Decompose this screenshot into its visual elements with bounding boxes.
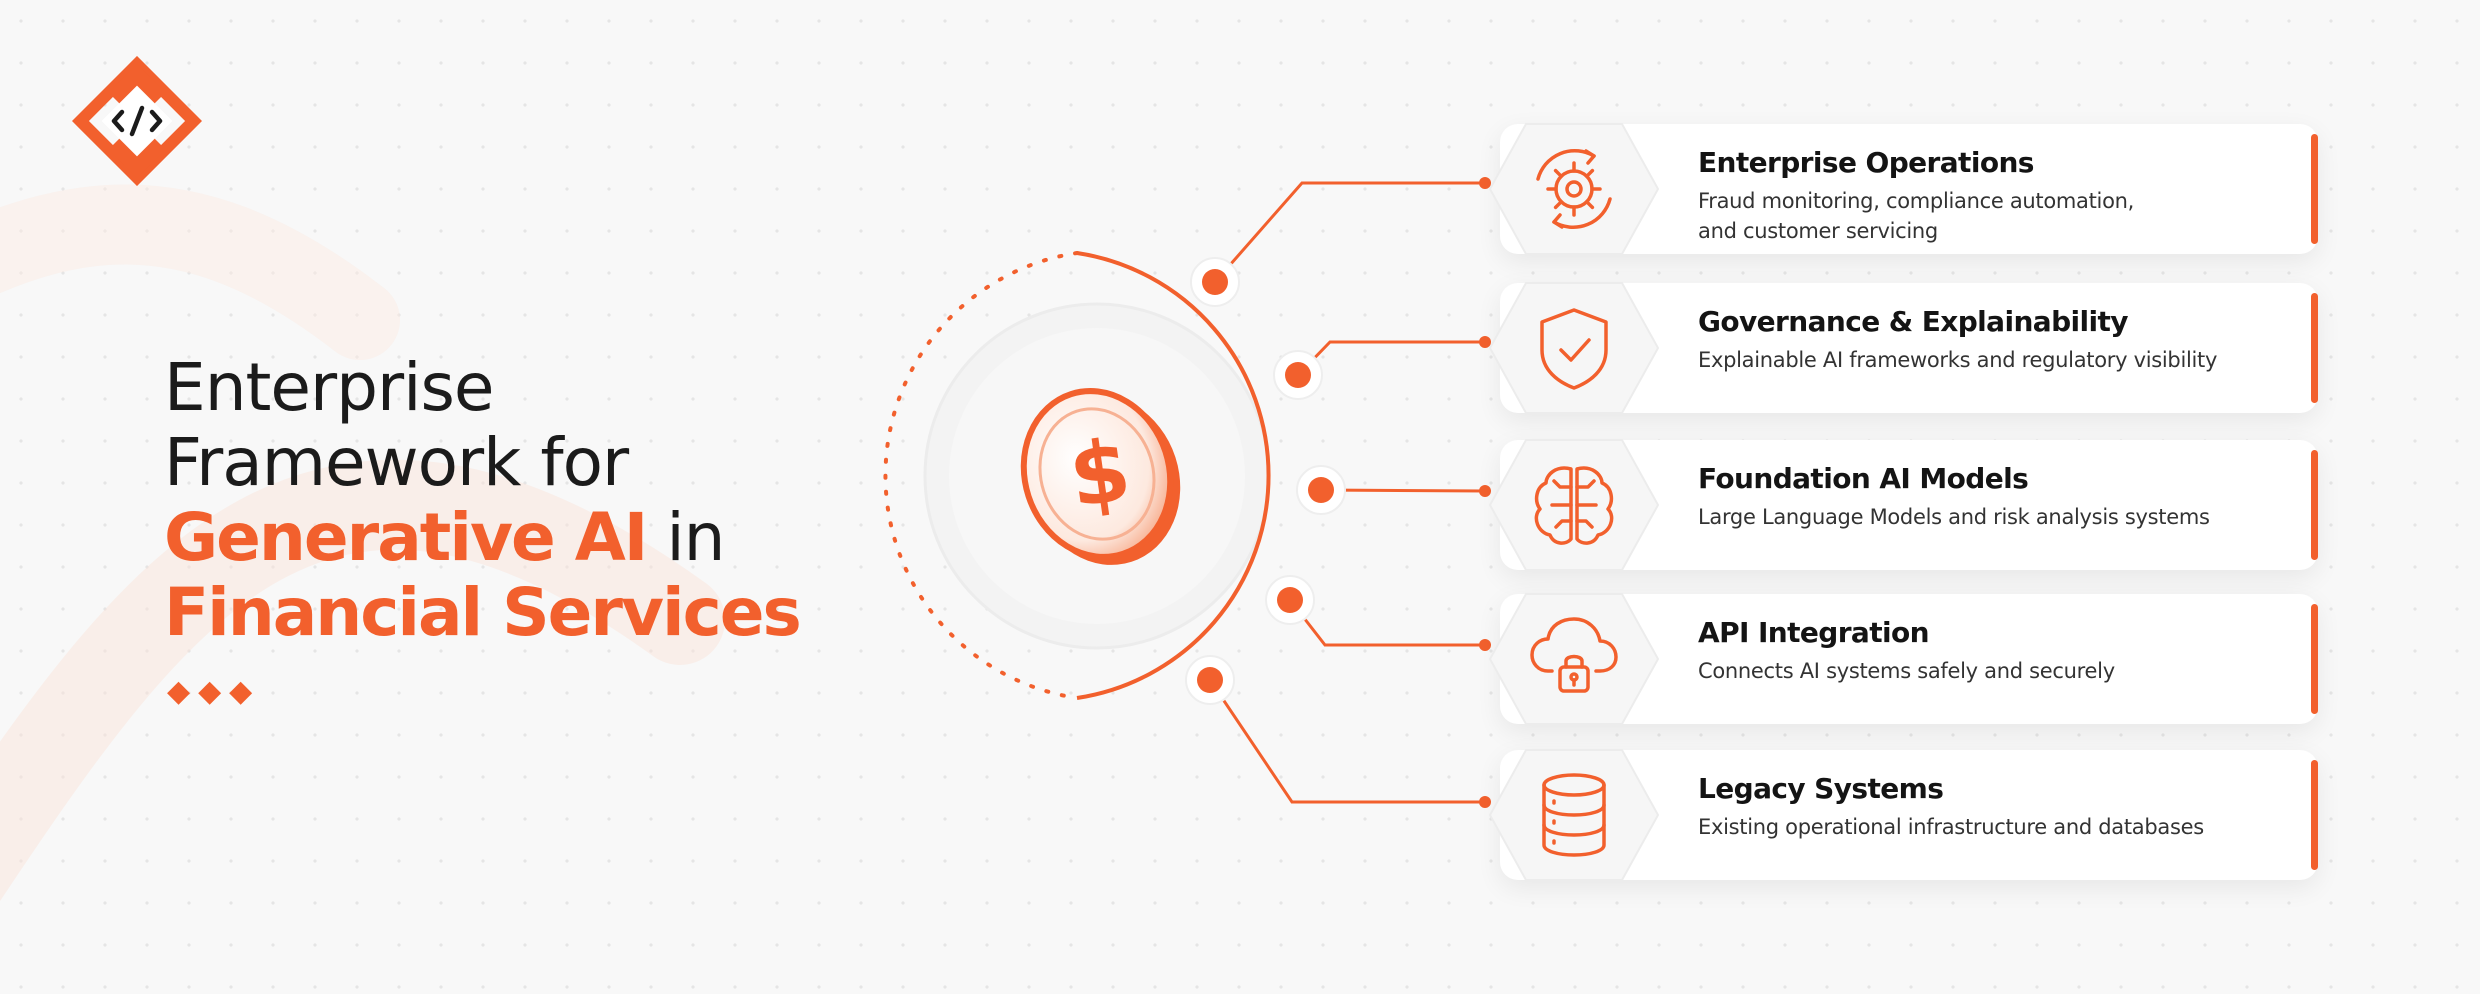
- database-icon: [1486, 746, 1662, 884]
- card-description: Explainable AI frameworks and regulatory…: [1698, 348, 2218, 372]
- connector-2: [1296, 340, 1485, 377]
- card-accent-bar: [2311, 450, 2318, 560]
- arc-node-2: [1273, 350, 1323, 400]
- headline-accent-financial-services: Financial Services: [164, 574, 802, 651]
- card-api-integration: API Integration Connects AI systems safe…: [1488, 593, 2318, 725]
- card-accent-bar: [2311, 760, 2318, 870]
- card-governance-explainability: Governance & Explainability Explainable …: [1488, 282, 2318, 414]
- card-accent-bar: [2311, 604, 2318, 714]
- card-description: Fraud monitoring, compliance automation,…: [1698, 189, 2135, 243]
- card-accent-bar: [2311, 293, 2318, 403]
- shield-check-icon: [1486, 279, 1662, 417]
- connector-3: [1320, 488, 1486, 493]
- coin-dollar-symbol: $: [1063, 420, 1136, 527]
- headline-line-3: Generative AI in: [164, 500, 800, 575]
- headline: Enterprise Framework for Generative AI i…: [164, 349, 802, 651]
- card-description: Existing operational infrastructure and …: [1698, 815, 2204, 839]
- card-legacy-systems: Legacy Systems Existing operational infr…: [1488, 749, 2318, 881]
- card-description: Connects AI systems safely and securely: [1698, 659, 2115, 683]
- card-title: Legacy Systems: [1698, 772, 1944, 805]
- card-accent-bar: [2311, 134, 2318, 244]
- hub-arc-dotted: [883, 251, 1079, 700]
- headline-line-4: Financial Services: [164, 574, 802, 651]
- arc-node-4: [1265, 575, 1315, 625]
- arc-node-3: [1296, 465, 1346, 515]
- card-enterprise-operations: Enterprise Operations Fraud monitoring, …: [1488, 123, 2318, 255]
- hub-arc-solid: [1076, 251, 1271, 700]
- coin-icon: [1020, 388, 1181, 565]
- arc-node-5: [1185, 655, 1235, 705]
- connector-1: [1213, 181, 1485, 283]
- brain-icon: [1486, 436, 1662, 574]
- headline-line-1: Enterprise: [164, 349, 495, 426]
- card-title: Foundation AI Models: [1698, 462, 2029, 495]
- connector-4: [1288, 599, 1485, 647]
- gear-icon: [1486, 120, 1662, 258]
- arc-node-1: [1190, 257, 1240, 307]
- brand-logo: [72, 56, 202, 186]
- card-title: Governance & Explainability: [1698, 305, 2129, 338]
- cloud-lock-icon: [1486, 590, 1662, 728]
- card-title: Enterprise Operations: [1698, 146, 2034, 179]
- card-foundation-ai-models: Foundation AI Models Large Language Mode…: [1488, 439, 2318, 571]
- connector-5: [1208, 679, 1485, 804]
- card-description: Large Language Models and risk analysis …: [1698, 505, 2210, 529]
- card-title: API Integration: [1698, 616, 1930, 649]
- headline-in: in: [646, 499, 725, 576]
- decorative-diamonds: ◆◆◆: [167, 674, 261, 709]
- headline-accent-generative-ai: Generative AI: [164, 499, 648, 576]
- headline-line-2: Framework for: [164, 424, 629, 501]
